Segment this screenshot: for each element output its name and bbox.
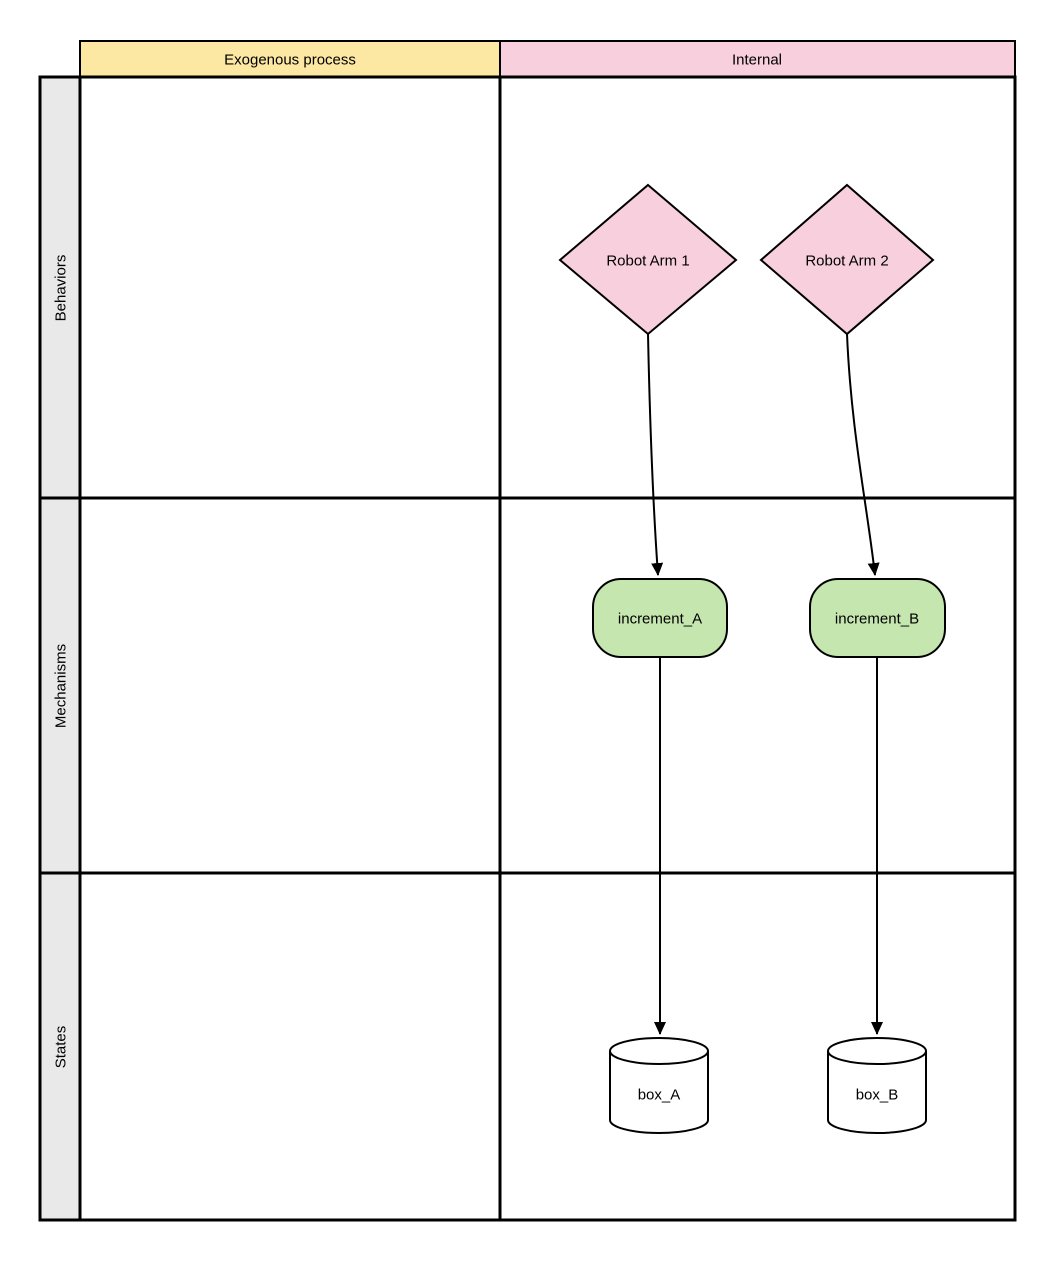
- column-header-exogenous: [79, 40, 501, 78]
- swimlane-grid: Exogenous process Internal Behaviors Mec…: [38, 40, 1017, 1222]
- row-header-mechanisms-label: Mechanisms: [52, 644, 69, 728]
- cylinder-top: [609, 1037, 709, 1065]
- edges: [647, 333, 883, 1035]
- column-header-internal: [499, 40, 1016, 78]
- node-robot-arm-2: Robot Arm 2: [759, 183, 935, 336]
- node-box-a-label: box_A: [638, 1086, 681, 1103]
- diamond-shape: [759, 183, 935, 336]
- row-header-states-label: States: [52, 1026, 69, 1069]
- node-increment-b-label: increment_B: [835, 610, 919, 627]
- rounded-rect-shape: [592, 578, 728, 658]
- cylinder-top: [827, 1037, 927, 1065]
- node-box-a: box_A: [609, 1037, 709, 1134]
- grid-outer-border: [38, 75, 1017, 1222]
- rounded-rect-shape: [809, 578, 946, 658]
- node-box-b-label: box_B: [856, 1086, 899, 1103]
- column-header-exogenous-label: Exogenous process: [224, 51, 356, 68]
- node-box-b: box_B: [827, 1037, 927, 1134]
- cylinder-body: [609, 1051, 709, 1134]
- node-robot-arm-2-label: Robot Arm 2: [805, 252, 888, 269]
- node-increment-a-label: increment_A: [618, 610, 702, 627]
- cylinder-body: [827, 1051, 927, 1134]
- diamond-shape: [558, 183, 738, 336]
- edge-robot-arm-2-to-increment-b: [846, 333, 880, 576]
- row-header-column: [40, 77, 80, 1220]
- column-header-internal-label: Internal: [732, 51, 782, 68]
- row-header-behaviors-label: Behaviors: [52, 255, 69, 322]
- node-robot-arm-1: Robot Arm 1: [558, 183, 738, 336]
- node-robot-arm-1-label: Robot Arm 1: [606, 252, 689, 269]
- edge-robot-arm-1-to-increment-a: [647, 333, 664, 576]
- node-increment-a: increment_A: [592, 578, 728, 658]
- node-increment-b: increment_B: [809, 578, 946, 658]
